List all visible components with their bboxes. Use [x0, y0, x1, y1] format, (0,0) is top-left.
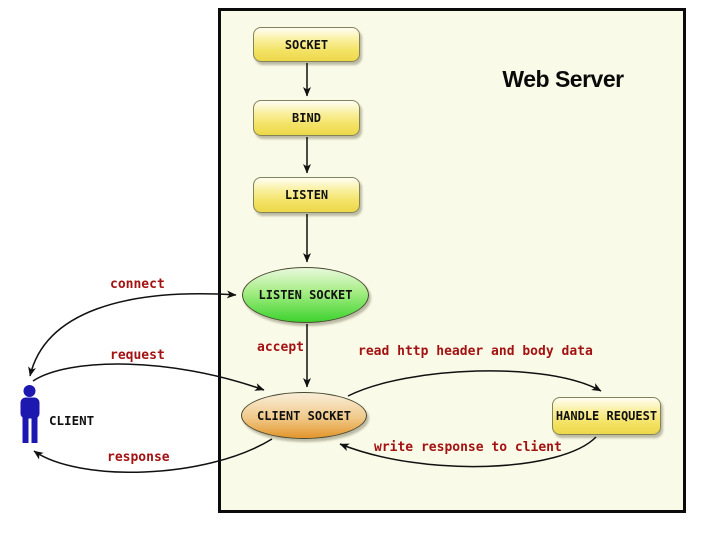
node-handle-request-label: HANDLE REQUEST: [555, 409, 658, 423]
node-socket: SOCKET: [253, 27, 360, 62]
node-listen-label: LISTEN: [284, 188, 329, 202]
node-listen-socket-label: LISTEN SOCKET: [258, 288, 353, 302]
edge-label-accept: accept: [257, 340, 304, 355]
edge-label-request: request: [110, 348, 165, 363]
node-client-socket: CLIENT SOCKET: [241, 392, 367, 439]
node-client-socket-label: CLIENT SOCKET: [257, 408, 351, 423]
node-listen: LISTEN: [253, 177, 360, 213]
edge-label-write: write response to client: [374, 440, 562, 455]
edge-label-response: response: [107, 450, 170, 465]
arrow-connect: [28, 290, 237, 377]
edge-label-read: read http header and body data: [358, 344, 593, 359]
node-bind-label: BIND: [292, 111, 321, 125]
node-socket-label: SOCKET: [284, 37, 329, 52]
client-person-icon: [20, 385, 40, 443]
edge-label-connect: connect: [110, 277, 165, 292]
node-handle-request: HANDLE REQUEST: [552, 397, 661, 435]
node-listen-socket: LISTEN SOCKET: [242, 267, 369, 323]
client-label: CLIENT: [49, 413, 95, 428]
diagram-title: Web Server: [502, 66, 624, 92]
node-bind: BIND: [253, 100, 360, 136]
